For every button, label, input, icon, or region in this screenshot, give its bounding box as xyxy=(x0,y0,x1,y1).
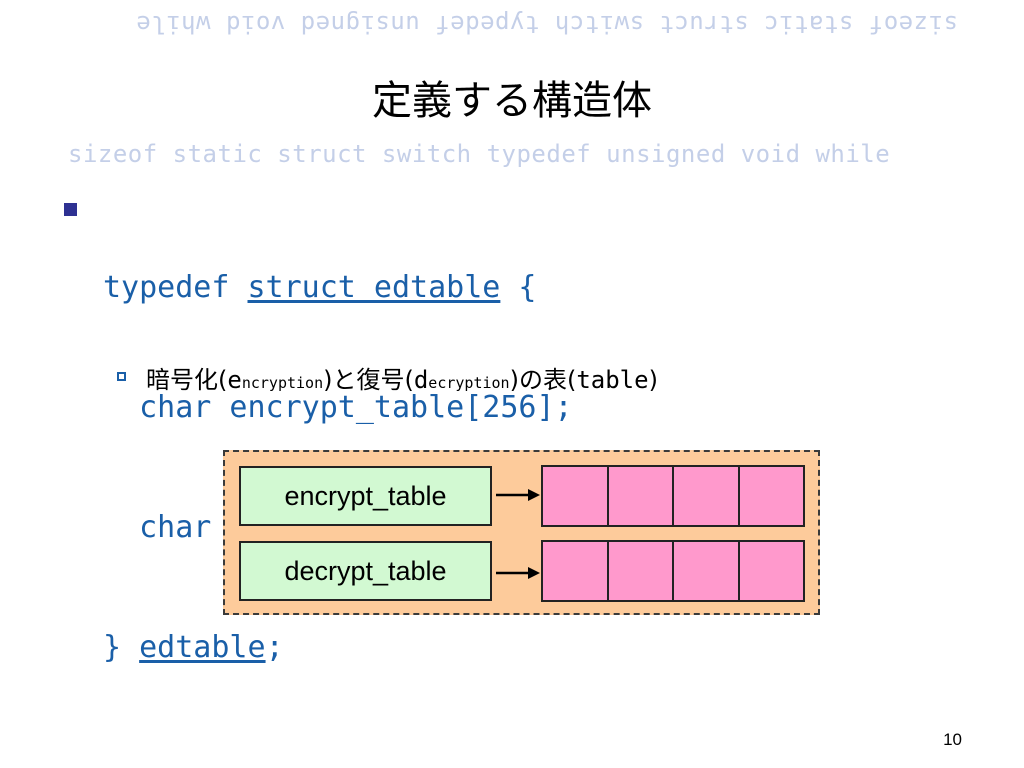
array-cell xyxy=(674,467,740,525)
code-struct-edtable: struct edtable xyxy=(247,270,501,305)
sub-bullet-square-icon xyxy=(117,372,126,381)
sub-text-part-1: 暗号化( xyxy=(146,366,228,394)
sub-text-part-2: )と復号( xyxy=(323,366,414,394)
sub-text-part-4: ) xyxy=(648,366,658,394)
array-cell xyxy=(608,467,674,525)
slide-title: 定義する構造体 xyxy=(372,78,652,124)
page-number: 10 xyxy=(943,730,962,749)
decrypt-table-array xyxy=(541,540,805,602)
array-cell xyxy=(674,542,740,600)
sub-text-table: table xyxy=(576,366,649,394)
sub-text-part-3: )の表( xyxy=(509,366,577,394)
code-typedef-name: edtable xyxy=(139,630,266,665)
code-line-4: } edtable; xyxy=(103,628,573,668)
sub-text-ecryption: ecryption xyxy=(428,374,510,392)
code-line-1: typedef struct edtable { xyxy=(103,268,573,308)
encrypt-table-array xyxy=(541,465,805,527)
sub-text-e: e xyxy=(227,366,242,394)
code-line-2: char encrypt_table[256]; xyxy=(103,390,573,425)
array-cell xyxy=(608,542,674,600)
code-semicolon: ; xyxy=(265,630,284,665)
sub-text-d: d xyxy=(413,366,429,394)
encrypt-arrow-icon xyxy=(496,489,540,501)
bullet-square-icon xyxy=(64,203,77,216)
code-open-brace: { xyxy=(500,270,537,305)
sub-text-ncryption: ncryption xyxy=(241,374,324,392)
decrypt-table-label-box: decrypt_table xyxy=(239,541,492,601)
code-typedef-keyword: typedef xyxy=(103,270,248,305)
array-cell xyxy=(543,467,609,525)
sub-bullet-text: 暗号化(encryption)と復号(decryption)の表(table) xyxy=(146,360,658,395)
array-cell xyxy=(739,467,803,525)
array-cell xyxy=(543,542,609,600)
code-close-brace: } xyxy=(103,630,140,665)
encrypt-table-label-box: encrypt_table xyxy=(239,466,492,526)
decorative-keywords: sizeof static struct switch typedef unsi… xyxy=(68,140,891,168)
decrypt-arrow-icon xyxy=(496,567,540,579)
decorative-keywords-mirrored: sizeof static struct switch typedef unsi… xyxy=(135,10,958,38)
array-cell xyxy=(739,542,803,600)
